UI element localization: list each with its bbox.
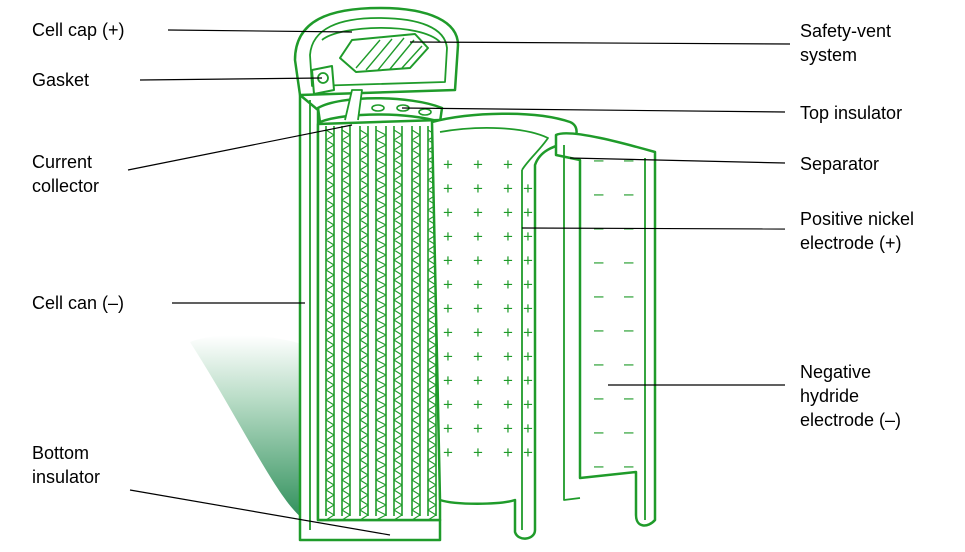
- minus-sign: –: [624, 252, 634, 271]
- plus-sign: +: [443, 323, 453, 342]
- minus-sign: –: [624, 354, 634, 373]
- plus-sign: +: [473, 395, 483, 414]
- plus-sign: +: [523, 203, 533, 222]
- plus-sign: +: [503, 275, 513, 294]
- label-current-collector: Current collector: [32, 150, 99, 198]
- plus-sign: +: [503, 155, 513, 174]
- plus-sign: +: [503, 299, 513, 318]
- plus-sign: +: [443, 419, 453, 438]
- plus-sign: +: [473, 251, 483, 270]
- plus-sign: +: [503, 371, 513, 390]
- plus-sign: +: [443, 275, 453, 294]
- label-negative-electrode: Negative hydride electrode (–): [800, 360, 901, 432]
- plus-sign: +: [443, 371, 453, 390]
- label-top-insulator: Top insulator: [800, 101, 902, 125]
- label-positive-electrode: Positive nickel electrode (+): [800, 207, 914, 255]
- plus-sign: +: [523, 347, 533, 366]
- minus-sign: –: [594, 218, 604, 237]
- minus-sign: –: [624, 286, 634, 305]
- minus-sign: –: [624, 184, 634, 203]
- cast-shadow: [190, 335, 305, 520]
- plus-sign: +: [503, 419, 513, 438]
- separator-edge: [564, 145, 580, 500]
- minus-sign: –: [594, 388, 604, 407]
- plus-sign: +: [473, 275, 483, 294]
- plus-sign: +: [473, 323, 483, 342]
- plus-sign: +: [443, 179, 453, 198]
- plus-sign: +: [473, 179, 483, 198]
- plus-sign: +: [503, 227, 513, 246]
- minus-sign: –: [594, 184, 604, 203]
- plus-sign: +: [503, 251, 513, 270]
- plus-sign: +: [443, 227, 453, 246]
- negative-electrode-sheet: [556, 133, 655, 525]
- plus-sign: +: [443, 443, 453, 462]
- plus-sign: +: [503, 347, 513, 366]
- minus-sign: –: [594, 456, 604, 475]
- minus-sign: –: [594, 150, 604, 169]
- plus-sign: +: [523, 179, 533, 198]
- plus-sign: +: [443, 395, 453, 414]
- leader-gasket: [140, 78, 322, 80]
- plus-sign: +: [473, 299, 483, 318]
- plus-sign: +: [443, 251, 453, 270]
- plus-sign: +: [523, 227, 533, 246]
- plus-sign: +: [523, 299, 533, 318]
- plus-sign: +: [523, 323, 533, 342]
- plus-sign: +: [473, 227, 483, 246]
- plus-sign: +: [473, 203, 483, 222]
- electrode-stack: [318, 120, 440, 520]
- plus-sign: +: [523, 395, 533, 414]
- plus-sign: +: [443, 347, 453, 366]
- plus-sign: +: [503, 323, 513, 342]
- leader-top-insulator: [402, 108, 785, 112]
- minus-sign: –: [594, 320, 604, 339]
- plus-sign: +: [523, 251, 533, 270]
- plus-sign: +: [523, 443, 533, 462]
- minus-sign: –: [624, 320, 634, 339]
- minus-sign: –: [594, 286, 604, 305]
- minus-sign: –: [594, 252, 604, 271]
- leader-positive-electrode: [522, 228, 785, 229]
- plus-sign: +: [473, 443, 483, 462]
- plus-sign: +: [473, 371, 483, 390]
- label-cell-cap: Cell cap (+): [32, 18, 125, 42]
- minus-sign: –: [624, 456, 634, 475]
- minus-sign: –: [624, 422, 634, 441]
- minus-sign: –: [624, 218, 634, 237]
- label-cell-can: Cell can (–): [32, 291, 124, 315]
- leader-safety-vent: [410, 42, 790, 44]
- minus-sign: –: [624, 388, 634, 407]
- plus-sign: +: [473, 347, 483, 366]
- minus-sign: –: [594, 354, 604, 373]
- plus-sign: +: [503, 395, 513, 414]
- plus-sign: +: [443, 155, 453, 174]
- plus-sign: +: [503, 203, 513, 222]
- plus-sign: +: [473, 419, 483, 438]
- label-gasket: Gasket: [32, 68, 89, 92]
- plus-sign: +: [523, 275, 533, 294]
- plus-sign: +: [503, 443, 513, 462]
- minus-sign: –: [594, 422, 604, 441]
- plus-sign: +: [503, 179, 513, 198]
- plus-sign: +: [443, 299, 453, 318]
- label-safety-vent: Safety-vent system: [800, 19, 891, 67]
- plus-sign: +: [473, 155, 483, 174]
- plus-sign: +: [443, 203, 453, 222]
- plus-sign: +: [523, 419, 533, 438]
- label-separator: Separator: [800, 152, 879, 176]
- label-bottom-insulator: Bottom insulator: [32, 441, 100, 489]
- plus-sign: +: [523, 371, 533, 390]
